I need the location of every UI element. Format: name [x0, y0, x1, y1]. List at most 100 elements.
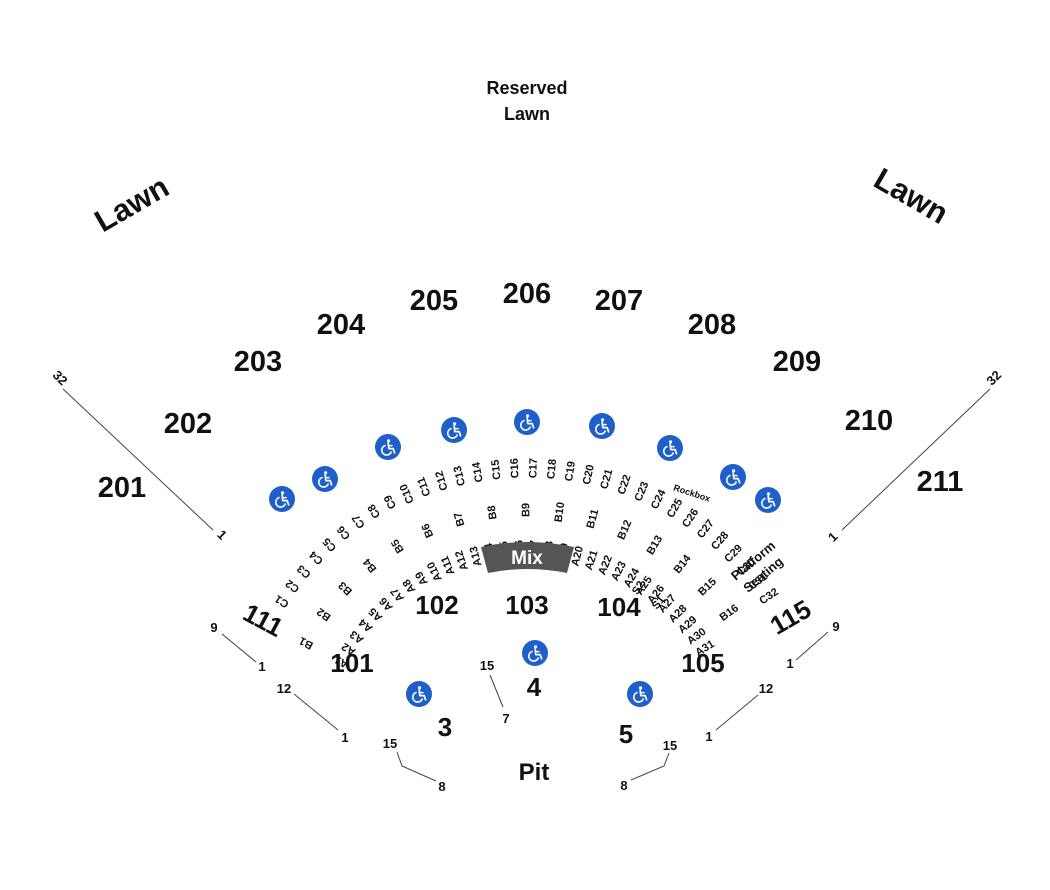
box-seat-c14[interactable]: C14	[470, 460, 485, 483]
section-102[interactable]: 102	[415, 590, 458, 620]
lawn-left-label[interactable]: Lawn	[89, 169, 175, 239]
aisle-line-115	[795, 631, 829, 661]
section-101[interactable]: 101	[330, 648, 373, 678]
section-211[interactable]: 211	[917, 466, 964, 498]
box-seat-b1[interactable]: B1	[297, 634, 315, 651]
section-103[interactable]: 103	[505, 590, 548, 620]
box-seat-a13[interactable]: A13	[468, 545, 485, 567]
row-label-101-top: 12	[277, 681, 291, 696]
row-label-left-200-bottom: 1	[214, 527, 230, 543]
box-seat-b15[interactable]: B15	[696, 576, 719, 599]
section-105[interactable]: 105	[681, 648, 724, 678]
box-seat-c26[interactable]: C26	[680, 507, 701, 530]
box-seat-c16[interactable]: C16	[509, 458, 522, 479]
section-204[interactable]: 204	[317, 309, 365, 341]
section-3[interactable]: 3	[438, 712, 452, 742]
section-203[interactable]: 203	[234, 346, 282, 378]
row-label-3-bottom: 8	[438, 779, 445, 794]
box-seat-a21[interactable]: A21	[583, 549, 601, 572]
mix-label[interactable]: Mix	[511, 548, 543, 569]
section-104[interactable]: 104	[597, 592, 641, 622]
box-seat-b9[interactable]: B9	[520, 503, 532, 517]
box-seat-c20[interactable]: C20	[581, 464, 597, 486]
box-seat-b7[interactable]: B7	[452, 511, 467, 528]
row-label-101-bottom: 1	[341, 730, 348, 745]
reserved-lawn-label-line2[interactable]: Lawn	[504, 104, 550, 124]
row-label-115-bottom: 1	[786, 656, 793, 671]
box-seat-c12[interactable]: C12	[433, 469, 450, 492]
box-seat-c13[interactable]: C13	[452, 465, 468, 487]
box-seat-c28[interactable]: C28	[709, 529, 731, 552]
box-seat-b11[interactable]: B11	[585, 508, 602, 530]
box-seat-b4[interactable]: B4	[361, 555, 380, 574]
section-201[interactable]: 201	[98, 472, 146, 504]
aisle-line-left-200	[62, 388, 214, 531]
box-seat-c32[interactable]: C32	[757, 586, 780, 607]
box-seat-c17[interactable]: C17	[527, 458, 539, 478]
row-label-115-top: 9	[832, 619, 839, 634]
box-seat-c7[interactable]: C7	[350, 512, 368, 530]
box-seat-c9[interactable]: C9	[382, 493, 399, 511]
box-seat-c1[interactable]: C1	[273, 592, 291, 610]
box-seat-a1[interactable]: A1	[333, 653, 351, 670]
wheelchair-icon	[627, 681, 653, 707]
lawn-right-label[interactable]: Lawn	[868, 161, 954, 231]
box-seat-b6[interactable]: B6	[420, 522, 437, 540]
row-label-105-top: 12	[759, 681, 773, 696]
box-seat-a20[interactable]: A20	[569, 545, 586, 567]
box-seat-b5[interactable]: B5	[389, 537, 407, 555]
row-label-111-bottom: 1	[258, 659, 265, 674]
box-seat-b14[interactable]: B14	[672, 552, 695, 576]
wheelchair-icon	[375, 434, 401, 460]
box-seat-c22[interactable]: C22	[616, 473, 634, 496]
section-209[interactable]: 209	[773, 346, 821, 378]
row-label-3-top: 15	[383, 736, 397, 751]
box-seat-c15[interactable]: C15	[489, 459, 503, 480]
box-seat-b2[interactable]: B2	[315, 605, 333, 623]
box-seat-c8[interactable]: C8	[366, 502, 384, 520]
box-seat-b13[interactable]: B13	[645, 534, 666, 557]
box-seat-c27[interactable]: C27	[695, 517, 717, 540]
section-207[interactable]: 207	[595, 285, 643, 317]
wheelchair-icon	[514, 409, 540, 435]
box-seat-c4[interactable]: C4	[307, 548, 326, 567]
box-seat-c21[interactable]: C21	[598, 468, 615, 491]
box-seat-c18[interactable]: C18	[545, 459, 559, 480]
box-seat-c23[interactable]: C23	[632, 480, 651, 503]
row-label-4-bottom: 7	[502, 711, 509, 726]
section-4[interactable]: 4	[527, 672, 542, 702]
box-seat-c19[interactable]: C19	[563, 460, 578, 482]
wheelchair-icon	[441, 417, 467, 443]
section-206[interactable]: 206	[503, 278, 551, 310]
aisle-line-right-200	[841, 388, 991, 531]
box-seat-c3[interactable]: C3	[295, 562, 313, 580]
row-label-5-bottom: 8	[620, 778, 627, 793]
wheelchair-icon	[720, 464, 746, 490]
box-seat-b10[interactable]: B10	[553, 501, 568, 523]
box-seat-c2[interactable]: C2	[283, 577, 301, 595]
row-label-111-top: 9	[210, 620, 217, 635]
pit-label[interactable]: Pit	[519, 759, 550, 786]
aisle-line-5	[630, 752, 670, 781]
box-seat-b8[interactable]: B8	[486, 505, 500, 521]
box-seat-c24[interactable]: C24	[649, 487, 669, 511]
section-202[interactable]: 202	[164, 408, 212, 440]
box-seat-c11[interactable]: C11	[415, 475, 433, 498]
box-seat-a12[interactable]: A12	[453, 549, 471, 572]
wheelchair-icon	[657, 435, 683, 461]
wheelchair-icon	[589, 413, 615, 439]
box-seat-c5[interactable]: C5	[321, 535, 339, 553]
box-seat-b16[interactable]: B16	[718, 602, 741, 624]
section-210[interactable]: 210	[845, 405, 893, 437]
box-seat-b12[interactable]: B12	[615, 518, 634, 541]
box-seat-c6[interactable]: C6	[335, 523, 353, 541]
box-seat-c10[interactable]: C10	[398, 482, 417, 505]
reserved-lawn-label[interactable]: Reserved	[486, 78, 567, 98]
aisle-line-105	[715, 694, 759, 731]
section-205[interactable]: 205	[410, 285, 458, 317]
section-5[interactable]: 5	[619, 719, 633, 749]
box-seat-b3[interactable]: B3	[336, 579, 354, 597]
section-208[interactable]: 208	[688, 309, 736, 341]
box-seat-c25[interactable]: C25	[665, 497, 686, 520]
